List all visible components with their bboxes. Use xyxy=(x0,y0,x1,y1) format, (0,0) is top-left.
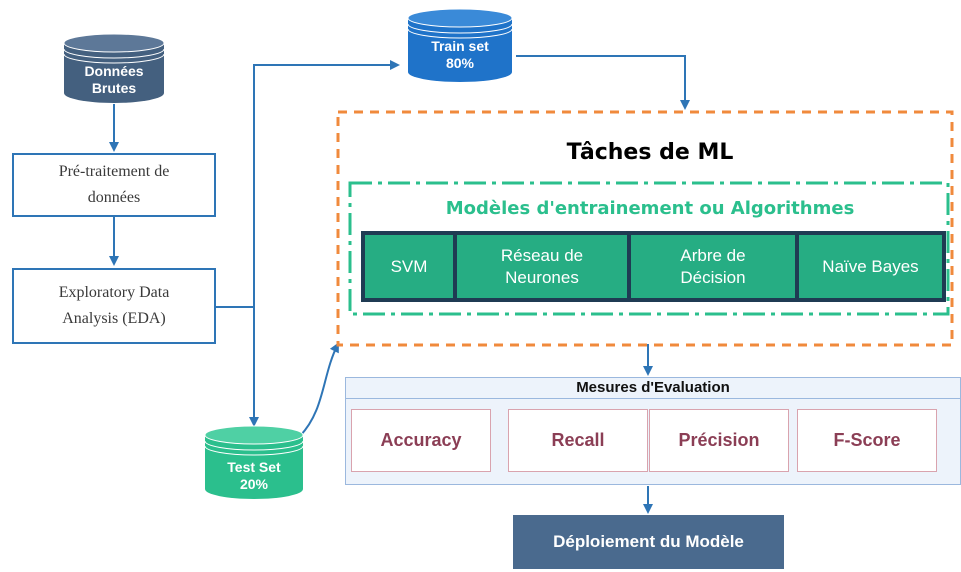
models-title: Modèles d'entrainement ou Algorithmes xyxy=(445,198,855,219)
train-set-percent: 80% xyxy=(445,55,475,71)
algorithm-label: Réseau de xyxy=(500,245,584,265)
preprocessing-box: Pré-traitement de données xyxy=(12,153,216,217)
database-icon xyxy=(407,8,513,82)
arrow-train-to-ml xyxy=(516,55,690,110)
metric-precision: Précision xyxy=(649,409,789,472)
evaluation-title: Mesures d'Evaluation xyxy=(346,378,960,399)
eda-box: Exploratory Data Analysis (EDA) xyxy=(12,268,216,344)
database-icon xyxy=(204,425,304,499)
algorithm-svm: SVM xyxy=(365,235,453,298)
algorithm-label: SVM xyxy=(390,256,428,276)
preprocessing-label-line1: Pré-traitement de xyxy=(58,163,170,180)
algorithm-label: Naïve Bayes xyxy=(822,256,919,276)
deployment-box: Déploiement du Modèle xyxy=(513,515,784,569)
train-set-label: Train set xyxy=(431,38,489,54)
eda-label-line2: Analysis (EDA) xyxy=(62,310,166,327)
algorithm-label: Neurones xyxy=(505,267,579,287)
ml-tasks-frame xyxy=(336,110,954,347)
train-set-database: Train set 80% xyxy=(404,8,516,84)
metric-accuracy: Accuracy xyxy=(351,409,491,472)
preprocessing-label-line2: données xyxy=(87,189,141,206)
arrow-test-to-ml xyxy=(299,342,339,437)
algorithms-row: SVM Réseau de Neurones Arbre de Décision… xyxy=(361,231,946,302)
algorithm-label: Arbre de xyxy=(680,245,746,265)
eda-label-line1: Exploratory Data xyxy=(58,284,170,301)
algorithm-label: Décision xyxy=(680,267,746,287)
test-set-percent: 20% xyxy=(239,476,269,492)
ml-tasks-title: Tâches de ML xyxy=(566,140,734,165)
metric-f-score: F-Score xyxy=(797,409,937,472)
arrow-split-to-train xyxy=(253,60,400,307)
database-icon xyxy=(63,33,165,103)
test-set-database: Test Set 20% xyxy=(201,425,307,501)
algorithm-neural-network: Réseau de Neurones xyxy=(457,235,627,298)
algorithm-decision-tree: Arbre de Décision xyxy=(631,235,795,298)
models-frame xyxy=(348,181,950,316)
metric-recall: Recall xyxy=(508,409,648,472)
test-set-label: Test Set xyxy=(227,459,281,475)
algorithm-naive-bayes: Naïve Bayes xyxy=(799,235,942,298)
raw-data-database: Données Brutes xyxy=(60,33,168,105)
raw-data-label-line1: Données xyxy=(84,63,144,79)
raw-data-label-line2: Brutes xyxy=(91,80,137,96)
